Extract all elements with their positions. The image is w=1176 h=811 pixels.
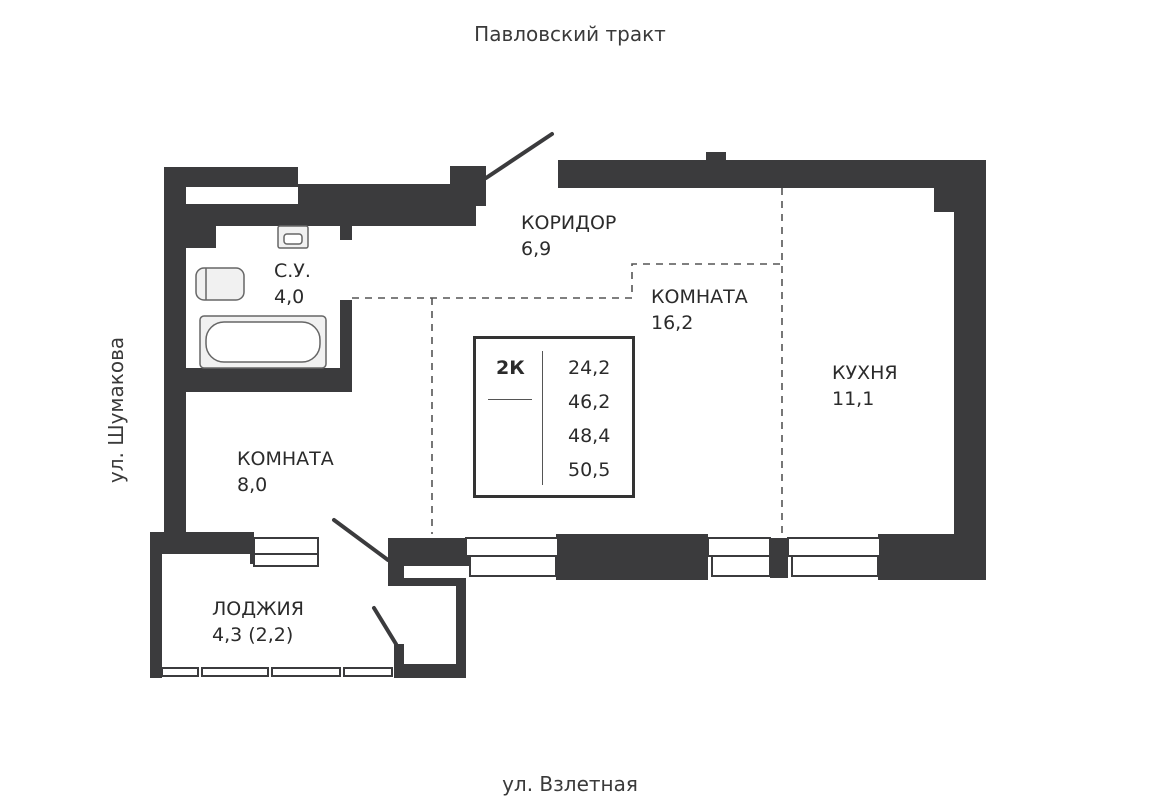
street-label-bottom: ул. Взлетная <box>502 772 638 796</box>
summary-value: 46,2 <box>568 391 611 413</box>
room-kitchen: КУХНЯ 11,1 <box>832 360 898 412</box>
room-corridor-name: КОРИДОР <box>521 212 617 234</box>
street-label-top: Павловский тракт <box>474 22 666 46</box>
room-loggia-area: 4,3 (2,2) <box>212 624 294 646</box>
street-label-left: ул. Шумакова <box>104 336 128 484</box>
apartment-type: 2К <box>496 357 525 379</box>
room-bathroom-area: 4,0 <box>274 286 305 308</box>
room-loggia-name: ЛОДЖИЯ <box>212 598 304 620</box>
doors <box>332 132 554 646</box>
summary-value: 50,5 <box>568 459 611 481</box>
summary-value: 48,4 <box>568 425 611 447</box>
room-boundaries <box>352 188 783 534</box>
room-small: КОМНАТА 8,0 <box>237 446 334 498</box>
room-corridor: КОРИДОР 6,9 <box>521 210 616 262</box>
room-kitchen-area: 11,1 <box>832 388 875 410</box>
room-large-name: КОМНАТА <box>651 286 748 308</box>
room-large: КОМНАТА 16,2 <box>651 284 748 336</box>
summary-value: 24,2 <box>568 357 611 379</box>
bath-fixtures <box>195 225 327 369</box>
room-bathroom-name: С.У. <box>274 260 311 282</box>
room-corridor-area: 6,9 <box>521 238 552 260</box>
summary-dash <box>488 399 532 400</box>
room-bathroom: С.У. 4,0 <box>274 258 311 310</box>
room-loggia: ЛОДЖИЯ 4,3 (2,2) <box>212 596 304 648</box>
room-large-area: 16,2 <box>651 312 694 334</box>
summary-divider <box>542 351 543 485</box>
room-small-name: КОМНАТА <box>237 448 334 470</box>
windows <box>161 537 881 677</box>
walls <box>150 152 986 678</box>
area-summary-box: 2К 24,2 46,2 48,4 50,5 <box>473 336 635 498</box>
room-small-area: 8,0 <box>237 474 268 496</box>
room-kitchen-name: КУХНЯ <box>832 362 898 384</box>
